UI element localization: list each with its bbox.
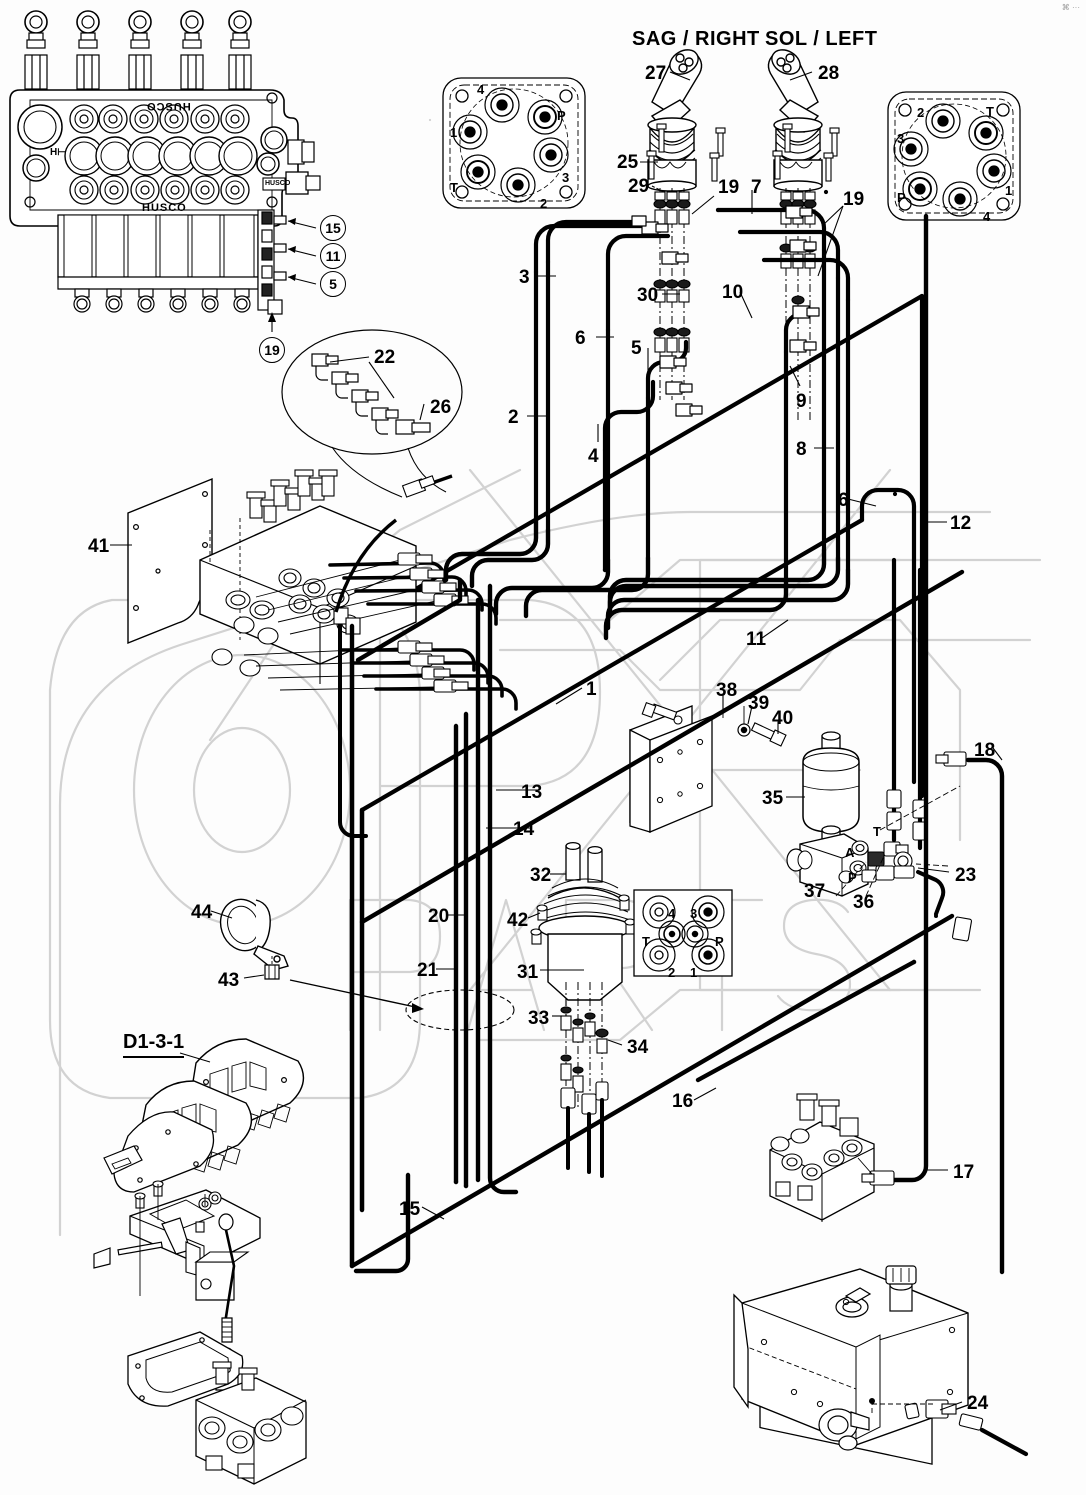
port-plate-right-art bbox=[887, 91, 1021, 221]
heading-sol-left: SOL / LEFT bbox=[765, 28, 878, 50]
callout-n3[interactable]: 3 bbox=[519, 267, 530, 288]
callout-n6a[interactable]: 6 bbox=[575, 328, 586, 349]
aux-valve-stack-art bbox=[695, 213, 929, 1222]
callout-n18[interactable]: 18 bbox=[974, 740, 996, 761]
manifold-port-label-a: A bbox=[845, 845, 855, 860]
callout-n23[interactable]: 23 bbox=[955, 865, 977, 886]
port-plate-left-art bbox=[442, 77, 586, 209]
upper-hose-bundle bbox=[533, 189, 851, 585]
callout-n10[interactable]: 10 bbox=[722, 282, 744, 303]
callout-n38[interactable]: 38 bbox=[716, 680, 738, 701]
callout-n24[interactable]: 24 bbox=[967, 1393, 989, 1414]
callout-n30[interactable]: 30 bbox=[637, 285, 659, 306]
port-label-t: T bbox=[642, 934, 650, 949]
callout-n15[interactable]: 15 bbox=[399, 1199, 421, 1220]
callout-n37[interactable]: 37 bbox=[804, 881, 826, 902]
manifold-port-label-t: T bbox=[873, 824, 881, 839]
callout-n29[interactable]: 29 bbox=[628, 176, 650, 197]
heading-sag-right: SAG / RIGHT bbox=[632, 28, 760, 50]
callout-n13[interactable]: 13 bbox=[521, 782, 543, 803]
callout-n32[interactable]: 32 bbox=[530, 865, 552, 886]
callout-n34[interactable]: 34 bbox=[627, 1037, 649, 1058]
lower-joystick-art bbox=[530, 841, 636, 1178]
callout-n28[interactable]: 28 bbox=[818, 63, 840, 84]
circled-callout-19[interactable]: 19 bbox=[259, 337, 285, 363]
port-label-4: 4 bbox=[477, 82, 485, 97]
callout-n43[interactable]: 43 bbox=[218, 970, 240, 991]
callout-n5a[interactable]: 5 bbox=[631, 338, 642, 359]
port-label-p: P bbox=[715, 934, 724, 949]
callout-n25[interactable]: 25 bbox=[617, 152, 639, 173]
port-label-1: 1 bbox=[450, 125, 458, 140]
callout-n39[interactable]: 39 bbox=[748, 693, 770, 714]
detail-bubble-fittings bbox=[281, 329, 463, 498]
callout-n7[interactable]: 7 bbox=[751, 177, 762, 198]
callout-n11[interactable]: 11 bbox=[746, 629, 767, 650]
callout-n35[interactable]: 35 bbox=[762, 788, 784, 809]
callout-n14[interactable]: 14 bbox=[513, 819, 535, 840]
accumulator-assembly-art bbox=[786, 557, 1005, 1275]
callout-n22[interactable]: 22 bbox=[374, 347, 396, 368]
circled-callout-15[interactable]: 15 bbox=[320, 215, 346, 241]
port-label-1: 1 bbox=[690, 965, 698, 980]
port-label-p: P bbox=[557, 108, 566, 123]
port-label-t: T bbox=[450, 180, 458, 195]
callout-n42[interactable]: 42 bbox=[507, 910, 529, 931]
bracket-assembly-art bbox=[629, 694, 787, 833]
callout-n8[interactable]: 8 bbox=[796, 439, 807, 460]
callout-n9[interactable]: 9 bbox=[796, 391, 807, 412]
brand-label-port-tag: HUSCO bbox=[265, 180, 291, 187]
circled-callout-5[interactable]: 5 bbox=[320, 271, 346, 297]
joystick-sag-right-art bbox=[646, 49, 726, 400]
callout-n6b[interactable]: 6 bbox=[838, 490, 849, 511]
port-label-3: 3 bbox=[562, 170, 570, 185]
callout-n31[interactable]: 31 bbox=[517, 962, 539, 983]
hydraulic-tank-art bbox=[733, 1265, 1029, 1465]
port-label-1: 1 bbox=[1005, 183, 1013, 198]
pedal-assembly-art bbox=[93, 1038, 307, 1485]
callout-n21[interactable]: 21 bbox=[417, 960, 439, 981]
callout-n4[interactable]: 4 bbox=[588, 446, 599, 467]
reference-d1-3-1[interactable]: D1-3-1 bbox=[123, 1031, 185, 1058]
port-plate-lower-art bbox=[633, 889, 733, 977]
port-label-t: T bbox=[986, 104, 994, 119]
valve-hp-mark: H⊢ bbox=[50, 147, 66, 158]
callout-leaders bbox=[110, 71, 1003, 1411]
port-label-3: 3 bbox=[897, 131, 905, 146]
port-label-2: 2 bbox=[668, 965, 676, 980]
port-label-3: 3 bbox=[690, 906, 698, 921]
callout-n36[interactable]: 36 bbox=[853, 892, 875, 913]
callout-n19b[interactable]: 19 bbox=[843, 189, 865, 210]
brand-label-valve-bottom: HUSCO bbox=[142, 202, 187, 214]
callout-n2[interactable]: 2 bbox=[508, 407, 519, 428]
circled-callout-11[interactable]: 11 bbox=[320, 243, 346, 269]
callout-n20[interactable]: 20 bbox=[428, 906, 450, 927]
husco-valve-block-art bbox=[9, 10, 321, 332]
port-label-2: 2 bbox=[540, 196, 548, 211]
callout-n33[interactable]: 33 bbox=[528, 1008, 550, 1029]
callout-n26[interactable]: 26 bbox=[430, 397, 452, 418]
main-hose-frame bbox=[349, 519, 965, 1274]
corner-mark: ⌘ ··· bbox=[1061, 3, 1080, 12]
manifold-port-label-p: P bbox=[848, 870, 857, 885]
port-label-4: 4 bbox=[668, 906, 676, 921]
callout-n40[interactable]: 40 bbox=[772, 708, 794, 729]
callout-n12[interactable]: 12 bbox=[950, 513, 972, 534]
callout-n27[interactable]: 27 bbox=[645, 63, 667, 84]
callout-n41[interactable]: 41 bbox=[88, 536, 110, 557]
port-label-4: 4 bbox=[983, 209, 991, 224]
callout-n19a[interactable]: 19 bbox=[718, 177, 740, 198]
brand-label-valve-top: HUSCO bbox=[146, 100, 191, 112]
callout-n17[interactable]: 17 bbox=[953, 1162, 975, 1183]
callout-n16[interactable]: 16 bbox=[672, 1091, 694, 1112]
pilot-manifold-art bbox=[127, 469, 518, 838]
horn-assembly-art bbox=[219, 898, 515, 1031]
callout-n44[interactable]: 44 bbox=[191, 902, 213, 923]
callout-n1[interactable]: 1 bbox=[586, 679, 597, 700]
port-label-2: 2 bbox=[917, 105, 925, 120]
port-label-p: P bbox=[897, 190, 906, 205]
